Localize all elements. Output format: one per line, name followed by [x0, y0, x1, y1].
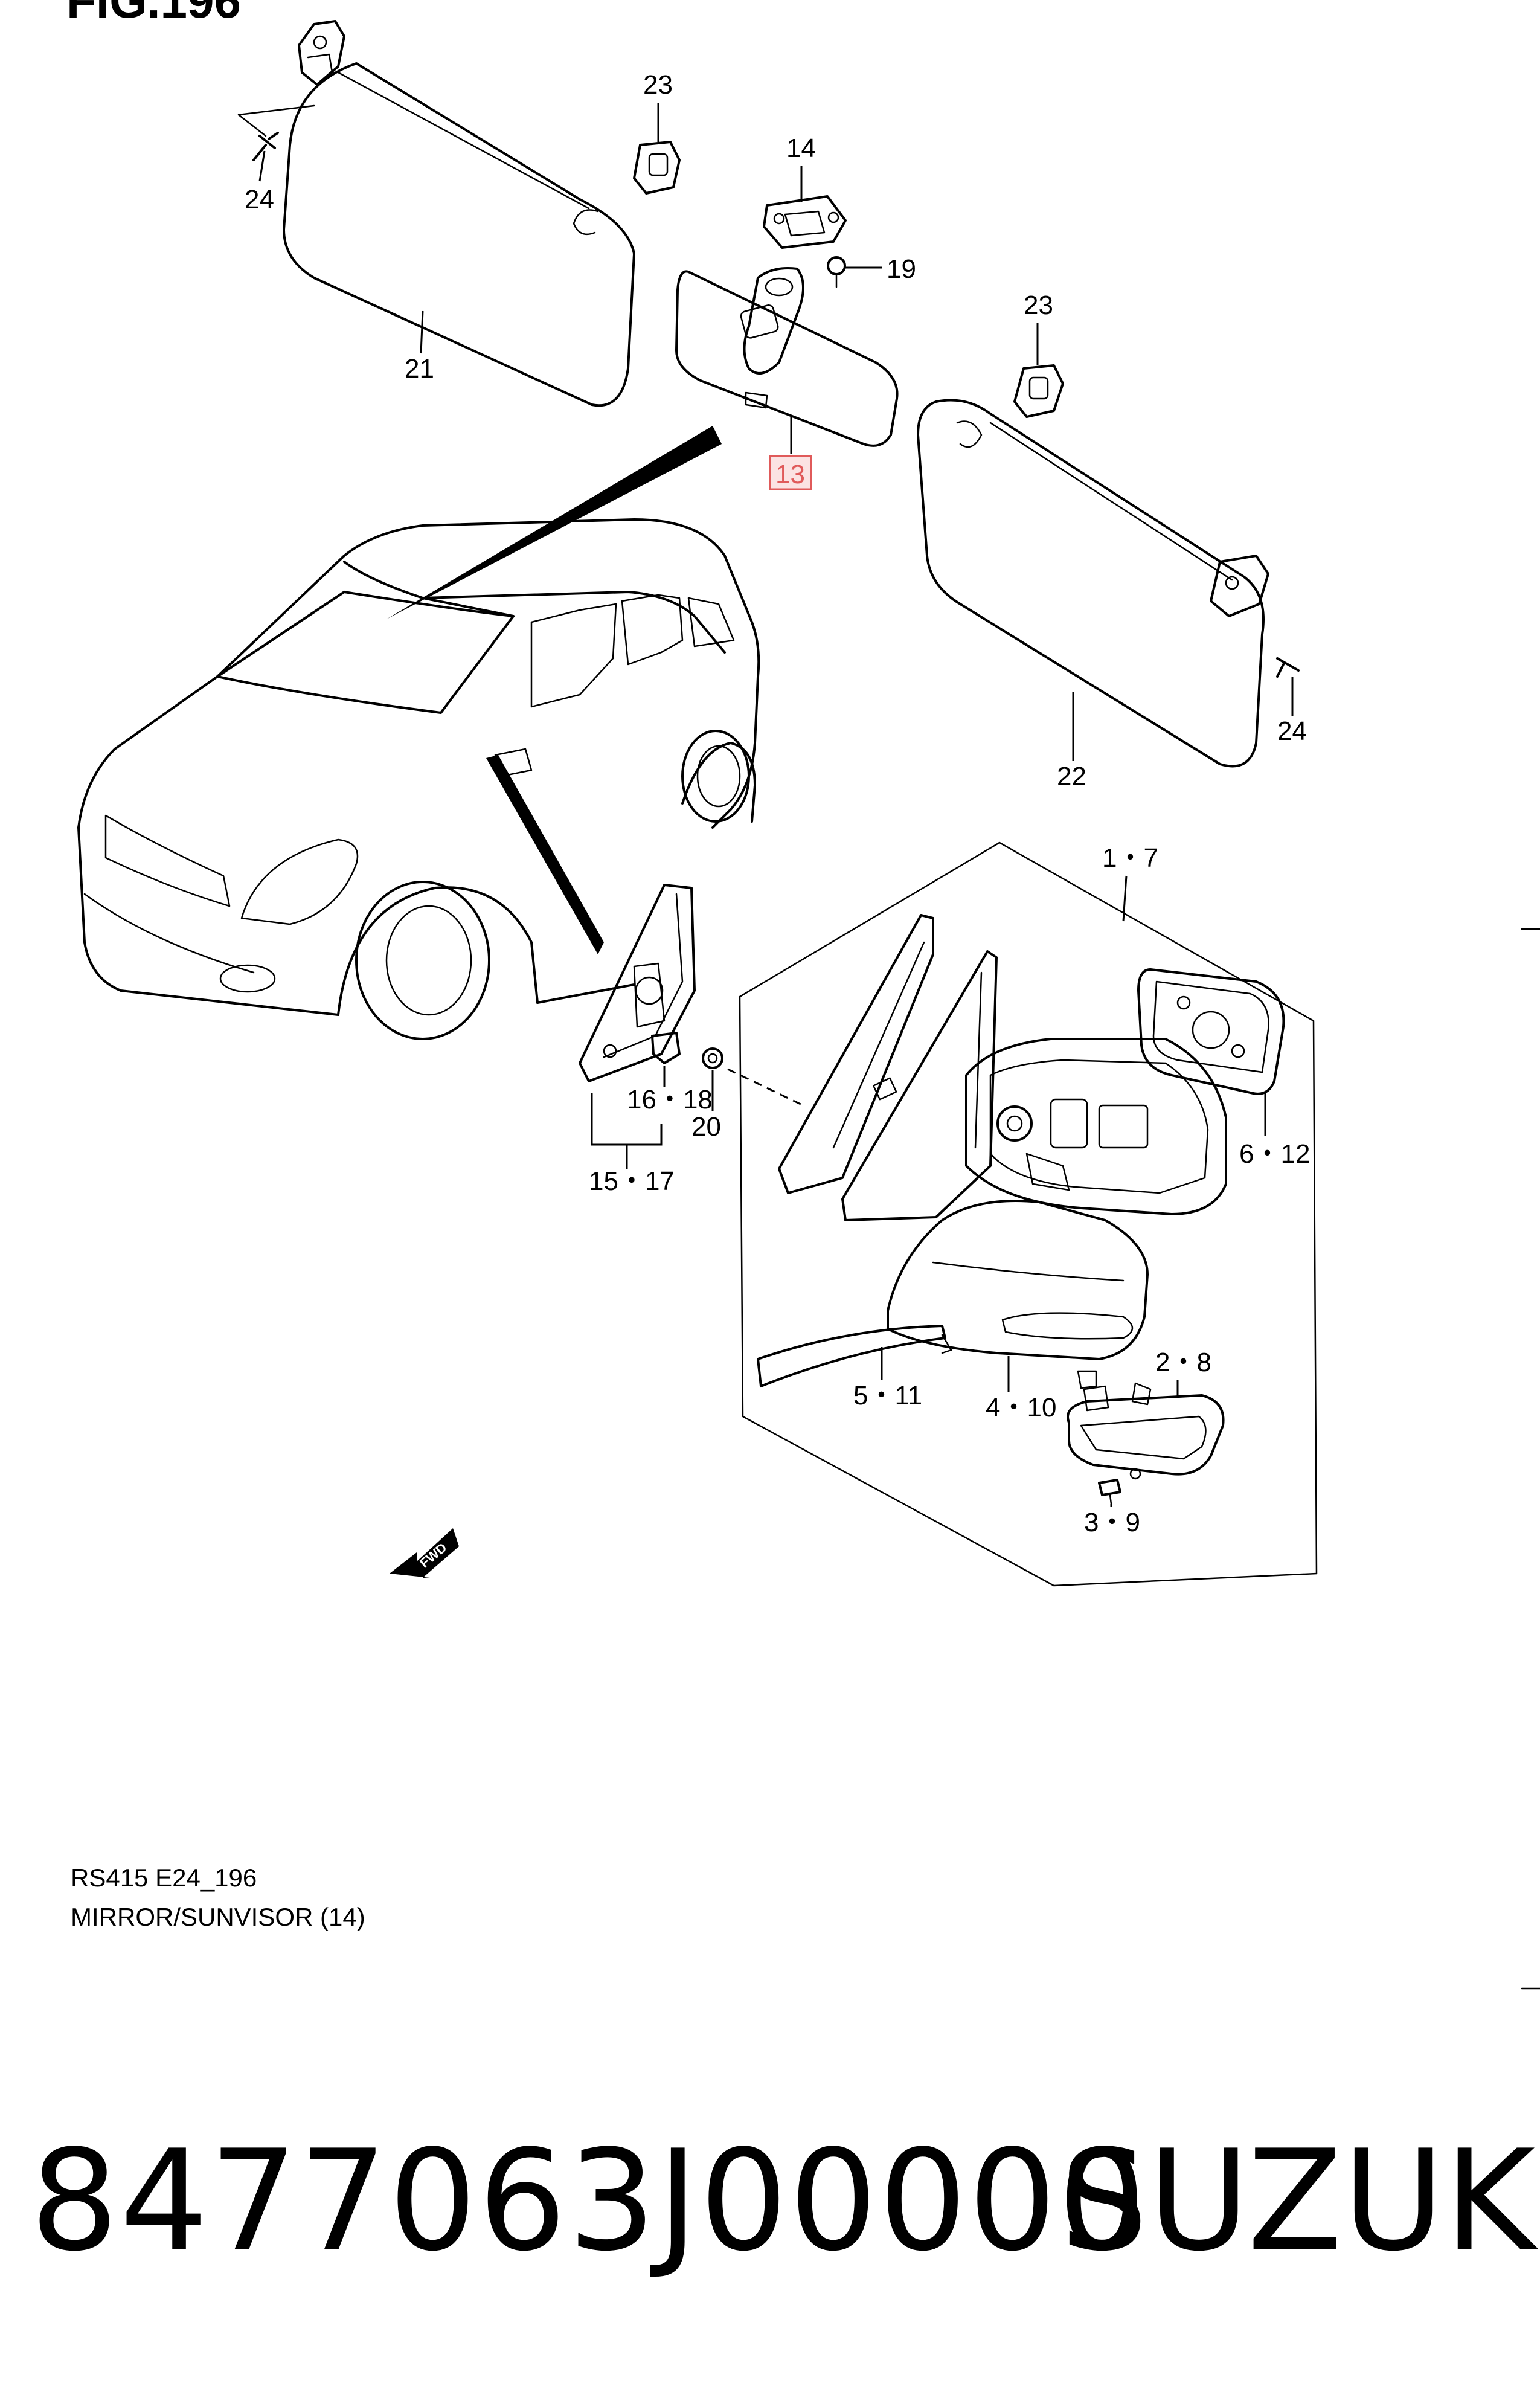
screw-19 — [827, 256, 846, 288]
diagram-caption: MIRROR/SUNVISOR (14) — [71, 1903, 365, 1931]
callout-23-left: 23 — [643, 70, 673, 100]
turn-signal-lamp — [1067, 1370, 1225, 1476]
visor-holder-right — [1013, 364, 1064, 418]
figure-title: FIG.196 — [66, 0, 242, 28]
callout-22: 22 — [1057, 762, 1086, 791]
lamp-screw — [1098, 1468, 1141, 1505]
callout-4-10: 4・10 — [986, 1393, 1056, 1423]
rear-view-mirror — [675, 267, 899, 447]
mirror-mount — [763, 195, 847, 249]
callout-15-17: 15・17 — [589, 1166, 675, 1196]
callout-13-highlight-box — [769, 455, 812, 490]
callout-1-7: 1・7 — [1102, 843, 1158, 873]
callout-24-right: 24 — [1277, 716, 1307, 746]
clip-16-18 — [651, 1032, 681, 1064]
reference-code: RS415 E24_196 — [71, 1863, 257, 1892]
mirror-glass — [1137, 968, 1285, 1095]
visor-holder-left — [633, 141, 681, 195]
callout-19: 19 — [887, 254, 916, 284]
pointer-wedge-door — [486, 755, 604, 954]
callout-14: 14 — [786, 133, 816, 163]
product-info-band — [0, 1993, 1540, 2392]
mirror-garnish — [579, 884, 696, 1082]
callout-3-9: 3・9 — [1084, 1508, 1140, 1537]
callout-6-12: 6・12 — [1239, 1139, 1310, 1169]
mirror-base — [778, 914, 998, 1221]
mirror-moulding — [757, 1325, 952, 1387]
callout-21: 21 — [405, 354, 434, 384]
callout-5-11: 5・11 — [853, 1381, 922, 1410]
diagram-drawing: 24 21 23 14 19 — [77, 20, 1540, 1990]
brand-name: SUZUKI — [1060, 2121, 1540, 2282]
callout-2-8: 2・8 — [1155, 1348, 1211, 1377]
parts-diagram: FIG.196 24 21 23 — [66, 0, 1540, 1990]
assembly-frame — [739, 841, 1318, 1587]
sun-visor-right — [917, 399, 1300, 768]
callout-23-right: 23 — [1024, 291, 1053, 320]
fwd-arrow-icon: FWD — [390, 1528, 459, 1578]
callout-20: 20 — [691, 1112, 721, 1142]
callout-24-left: 24 — [245, 185, 274, 214]
mirror-cover — [887, 1200, 1149, 1360]
callout-16-18: 16・18 — [627, 1085, 713, 1114]
sun-visor-left — [237, 20, 635, 407]
callout-13: 13 — [775, 460, 805, 489]
part-number: 8477063J00000 — [30, 2121, 1147, 2282]
mirror-housing — [965, 1038, 1227, 1215]
car-outline — [77, 518, 760, 1040]
grommet-20 — [702, 1047, 723, 1069]
